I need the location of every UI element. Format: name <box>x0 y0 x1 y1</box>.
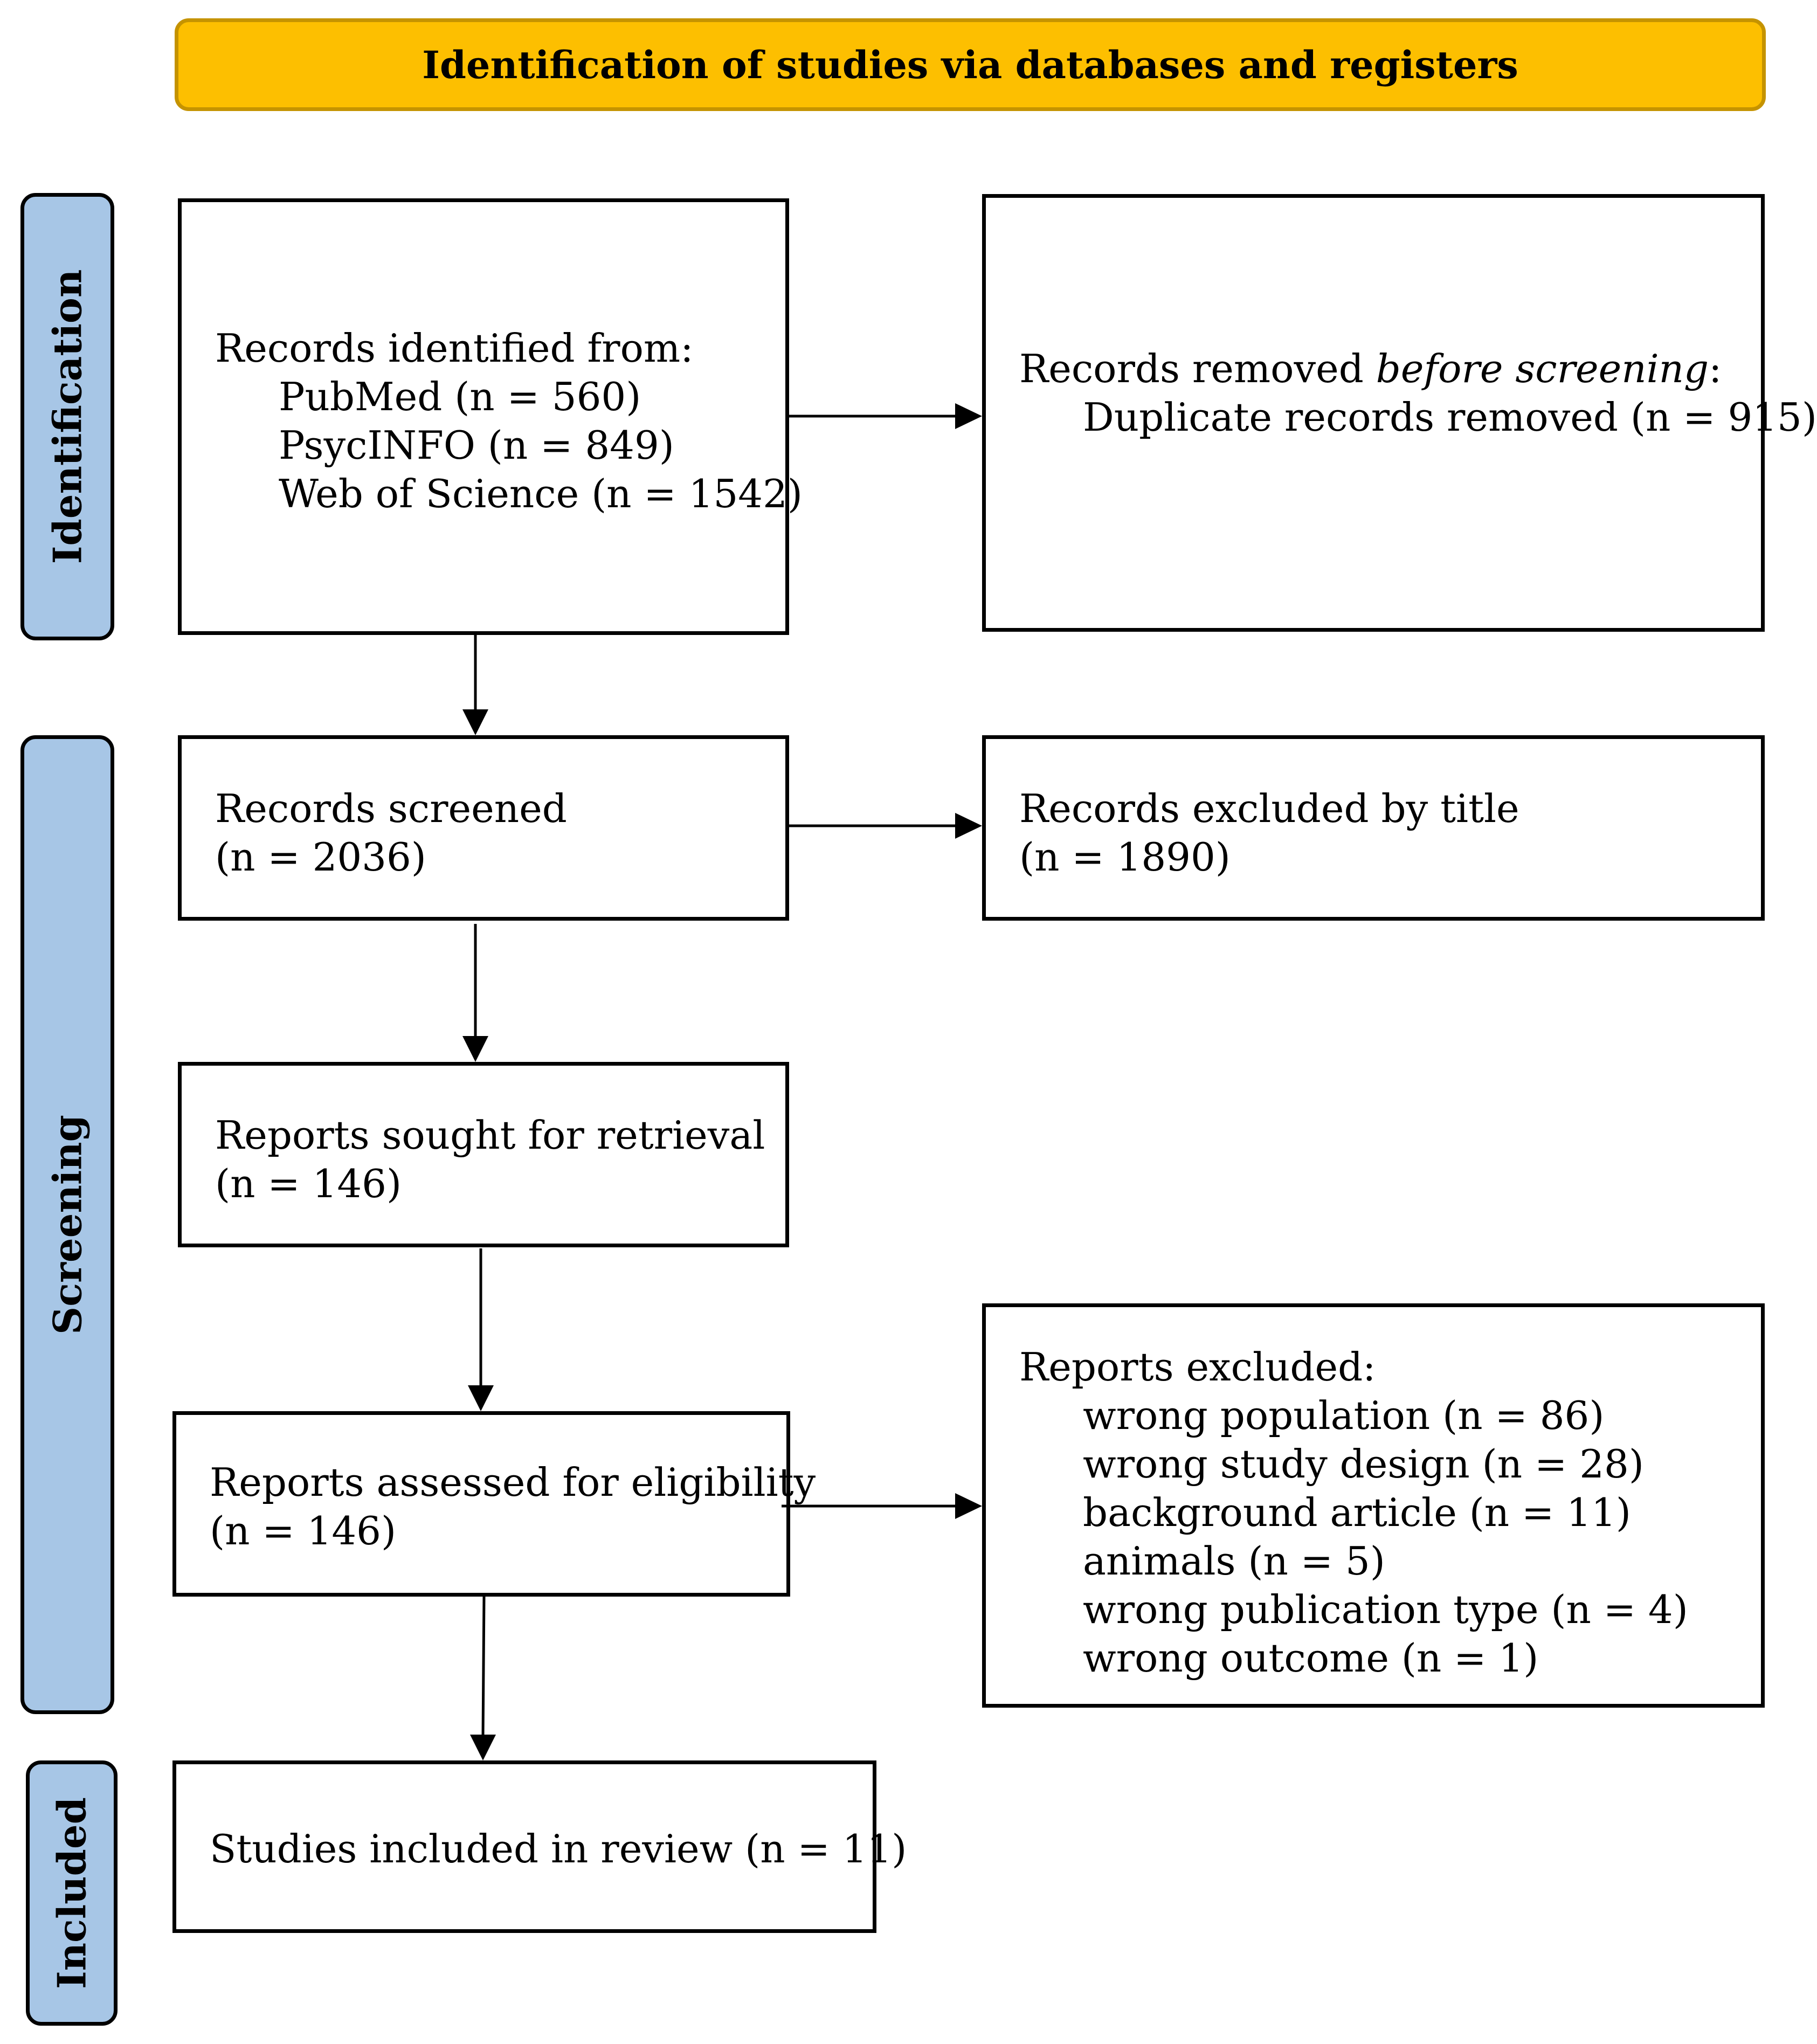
source-psycinfo: PsycINFO (n = 849) <box>279 423 674 468</box>
reports-excluded-heading: Reports excluded: <box>1019 1344 1376 1390</box>
duplicate-records-removed: Duplicate records removed (n = 915) <box>1083 395 1817 440</box>
arrowhead-screened-to-excluded <box>955 813 982 839</box>
records-identified-box: Records identified from: PubMed (n = 560… <box>178 198 803 635</box>
phase-screening: Screening <box>20 735 114 1714</box>
excluded-background-article: background article (n = 11) <box>1083 1490 1631 1535</box>
header-banner: Identification of studies via databases … <box>175 18 1766 111</box>
phase-identification: Identification <box>20 193 114 640</box>
studies-included-box: Studies included in review (n = 11) <box>172 1760 907 1933</box>
excluded-wrong-publication-type: wrong publication type (n = 4) <box>1083 1587 1688 1632</box>
records-excluded-count: (n = 1890) <box>1019 834 1231 880</box>
arrow-assessed-to-included <box>481 1596 486 1737</box>
reports-sought-box: Reports sought for retrieval (n = 146) <box>178 1062 789 1247</box>
reports-assessed-label: Reports assessed for eligibility <box>210 1460 816 1505</box>
excluded-wrong-outcome: wrong outcome (n = 1) <box>1083 1635 1539 1681</box>
arrowhead-identified-to-screened <box>462 709 488 735</box>
records-excluded-label: Records excluded by title <box>1019 786 1519 831</box>
reports-excluded-box: Reports excluded: wrong population (n = … <box>982 1303 1765 1708</box>
excluded-wrong-population: wrong population (n = 86) <box>1083 1393 1605 1438</box>
source-pubmed: PubMed (n = 560) <box>279 374 641 419</box>
phase-included: Included <box>26 1760 118 2026</box>
records-excluded-box: Records excluded by title (n = 1890) <box>982 735 1765 921</box>
excluded-wrong-study-design: wrong study design (n = 28) <box>1083 1441 1644 1487</box>
arrowhead-sought-to-assessed <box>468 1385 494 1411</box>
excluded-animals: animals (n = 5) <box>1083 1538 1385 1584</box>
records-screened-count: (n = 2036) <box>215 834 426 880</box>
reports-assessed-count: (n = 146) <box>210 1508 397 1553</box>
records-screened-label: Records screened <box>215 786 567 831</box>
source-web-of-science: Web of Science (n = 1542) <box>279 471 803 516</box>
records-identified-heading: Records identified from: <box>215 326 694 371</box>
header-title: Identification of studies via databases … <box>422 42 1518 87</box>
arrowhead-screened-to-sought <box>462 1036 488 1062</box>
reports-sought-label: Reports sought for retrieval <box>215 1113 765 1158</box>
arrowhead-assessed-to-included <box>470 1735 496 1760</box>
reports-sought-count: (n = 146) <box>215 1161 402 1206</box>
records-removed-heading: Records removed before screening: <box>1019 346 1722 391</box>
arrowhead-assessed-to-excluded <box>955 1493 982 1519</box>
records-removed-box: Records removed before screening: Duplic… <box>982 194 1817 632</box>
records-screened-box: Records screened (n = 2036) <box>178 735 789 921</box>
studies-included-label: Studies included in review (n = 11) <box>210 1826 907 1872</box>
arrowhead-identified-to-removed <box>955 403 982 429</box>
reports-assessed-box: Reports assessed for eligibility (n = 14… <box>172 1411 816 1597</box>
